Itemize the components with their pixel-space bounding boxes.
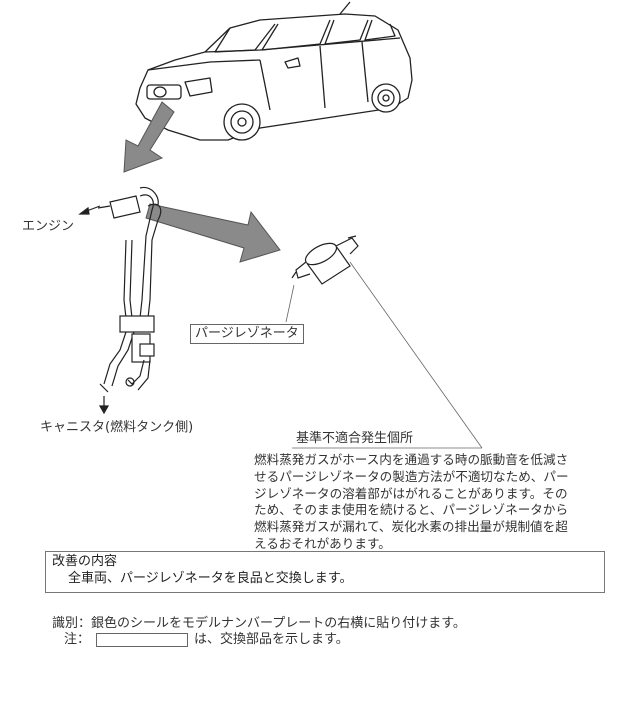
arrow-to-engine-bay	[123, 101, 175, 173]
defect-line: ため、そのまま使用を続けると、パージレゾネータから	[254, 502, 569, 518]
note-label: 注：	[64, 632, 91, 647]
defect-line: 燃料蒸発ガスが漏れて、炭化水素の排出量が規制値を超	[254, 519, 568, 535]
purge-resonator-illustration	[291, 235, 359, 285]
flow-arrows	[78, 205, 110, 415]
improvement-box: 改善の内容 全車両、パージレゾネータを良品と交換します。	[45, 551, 605, 593]
improvement-heading: 改善の内容	[52, 554, 118, 569]
identification-note: 識別：銀色のシールをモデルナンバープレートの右横に貼り付けます。	[52, 616, 466, 632]
improvement-body: 全車両、パージレゾネータを良品と交換します。	[68, 571, 353, 586]
defect-heading: 基準不適合発生個所	[296, 431, 414, 446]
car-illustration	[135, 1, 413, 141]
arrow-to-resonator	[145, 203, 281, 263]
engine-label: エンジン	[22, 219, 75, 234]
defect-line: えるおそれがあります。	[254, 535, 391, 551]
canister-label: キャニスタ(燃料タンク側)	[40, 420, 194, 435]
defect-line: ジレゾネータの溶着部がはがれることがあります。その	[254, 485, 568, 501]
identification-label: 識別：	[52, 616, 92, 631]
purge-hose-assembly	[97, 186, 162, 393]
defect-line: せるパージレゾネータの製造方法が不適切なため、パー	[254, 468, 569, 484]
legend-note: 注： は、交換部品を示します。	[64, 632, 349, 648]
identification-text: 銀色のシールをモデルナンバープレートの右横に貼り付けます。	[91, 616, 466, 631]
note-text: は、交換部品を示します。	[194, 632, 349, 647]
defect-description: 燃料蒸発ガスがホース内を通過する時の脈動音を低減さ せるパージレゾネータの製造方…	[254, 452, 630, 553]
defect-line: 燃料蒸発ガスがホース内を通過する時の脈動音を低減さ	[254, 452, 569, 467]
leader-lines	[285, 261, 483, 449]
replacement-part-legend-box	[96, 632, 189, 647]
resonator-label: パージレゾネータ	[190, 324, 304, 344]
